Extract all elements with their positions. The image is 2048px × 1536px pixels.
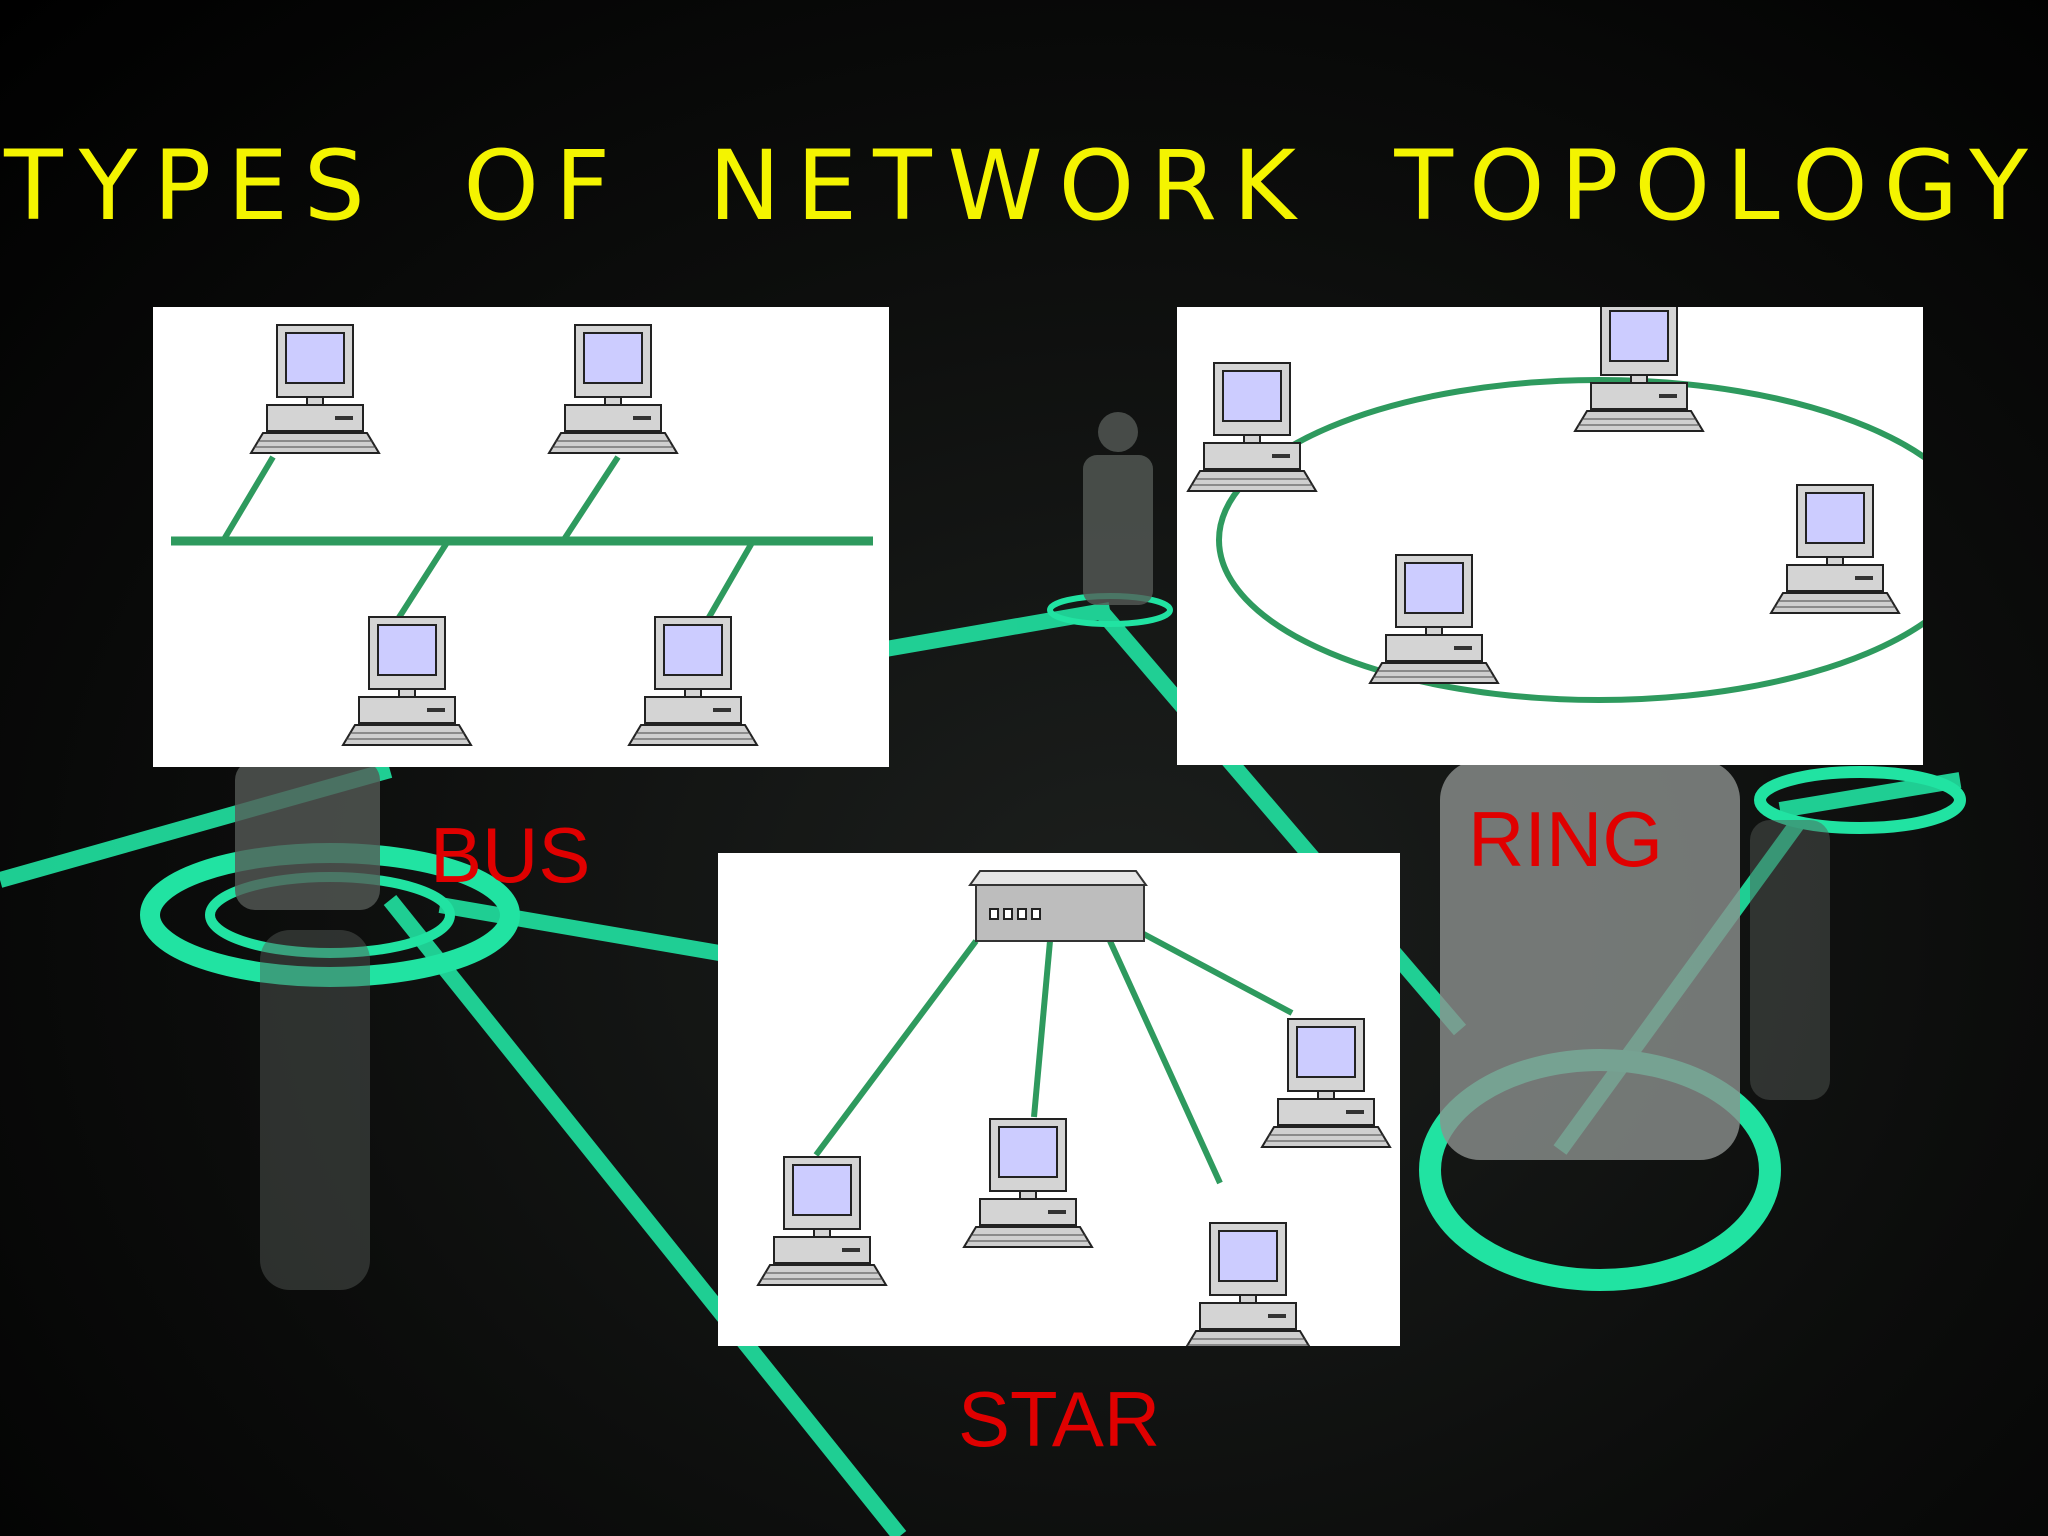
star-label: STAR	[958, 1375, 1161, 1463]
ring-loop	[1216, 377, 1923, 703]
computer-icon	[1574, 307, 1704, 432]
computer-icon	[548, 324, 678, 454]
computer-icon	[1261, 1018, 1391, 1148]
bus-drop-line	[220, 455, 276, 543]
computer-icon	[250, 324, 380, 454]
computer-icon	[1369, 554, 1499, 684]
star-topology-diagram	[718, 853, 1400, 1346]
star-link	[1107, 939, 1223, 1185]
ring-label: RING	[1468, 795, 1663, 883]
glow-rings	[140, 593, 1966, 1291]
bus-label: BUS	[430, 811, 591, 899]
star-link	[813, 939, 979, 1157]
bus-drop-line	[560, 455, 621, 543]
bus-topology-diagram	[153, 307, 889, 767]
computer-icon	[963, 1118, 1093, 1248]
computer-icon	[342, 616, 472, 746]
star-link	[1136, 928, 1294, 1016]
computer-icon	[628, 616, 758, 746]
figure-silhouettes	[235, 412, 1830, 1290]
slide-title: TYPES OF NETWORK TOPOLOGY	[4, 130, 2044, 242]
computer-icon	[1183, 1222, 1313, 1346]
ring-topology-diagram	[1177, 307, 1923, 765]
star-link	[1031, 940, 1053, 1118]
computer-icon	[1187, 362, 1317, 492]
computer-icon	[757, 1156, 887, 1286]
computer-icon	[1770, 484, 1900, 614]
bus-drop-line	[705, 539, 756, 621]
network-hub-icon	[968, 870, 1148, 942]
bus-drop-line	[395, 539, 451, 621]
